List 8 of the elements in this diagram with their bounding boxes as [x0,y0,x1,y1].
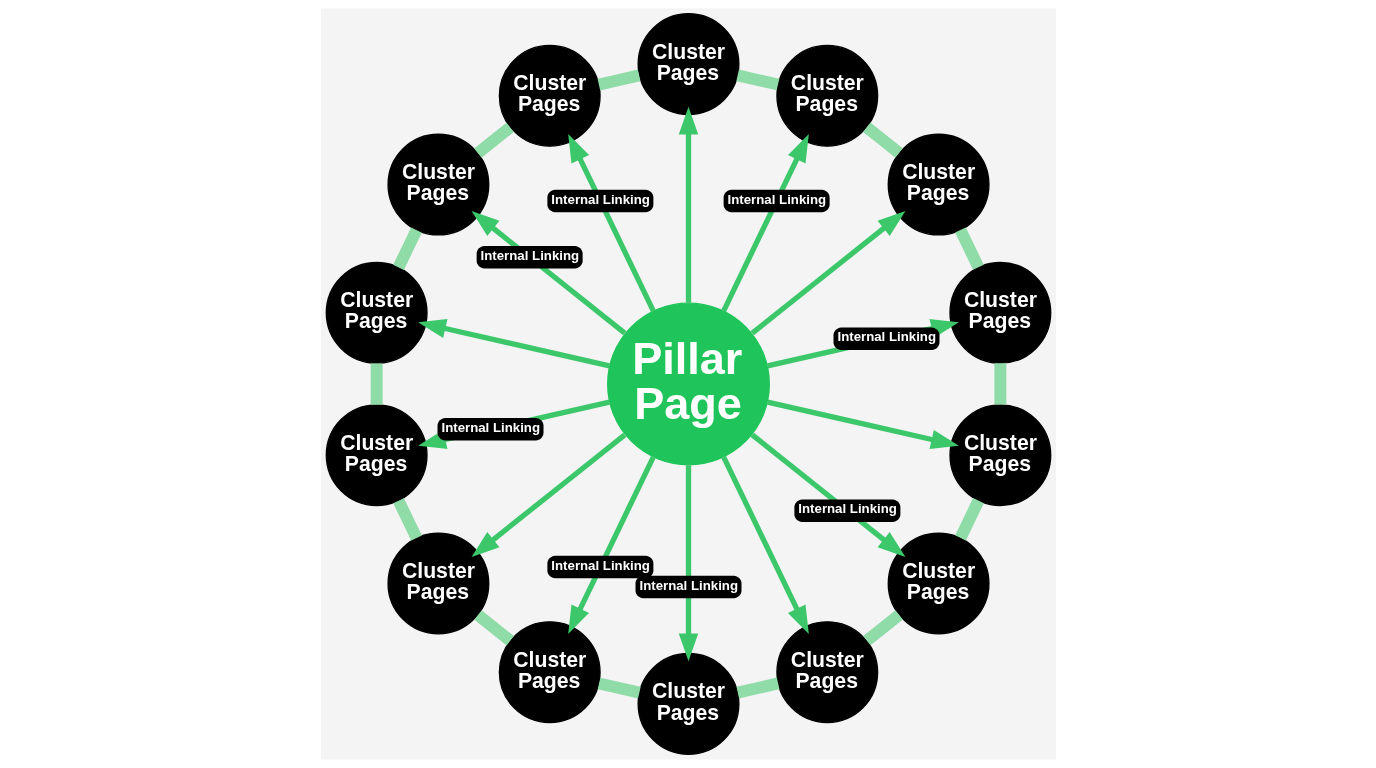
edge-label: Internal Linking [836,329,936,345]
edge-label: Internal Linking [550,557,650,573]
edge-label: Internal Linking [480,247,579,263]
edge-label: Internal Linking [727,191,826,207]
edge-label: Internal Linking [550,191,650,207]
edge-label: Internal Linking [441,419,540,435]
edge-label: Internal Linking [638,577,738,593]
edge-label: Internal Linking [797,501,897,517]
